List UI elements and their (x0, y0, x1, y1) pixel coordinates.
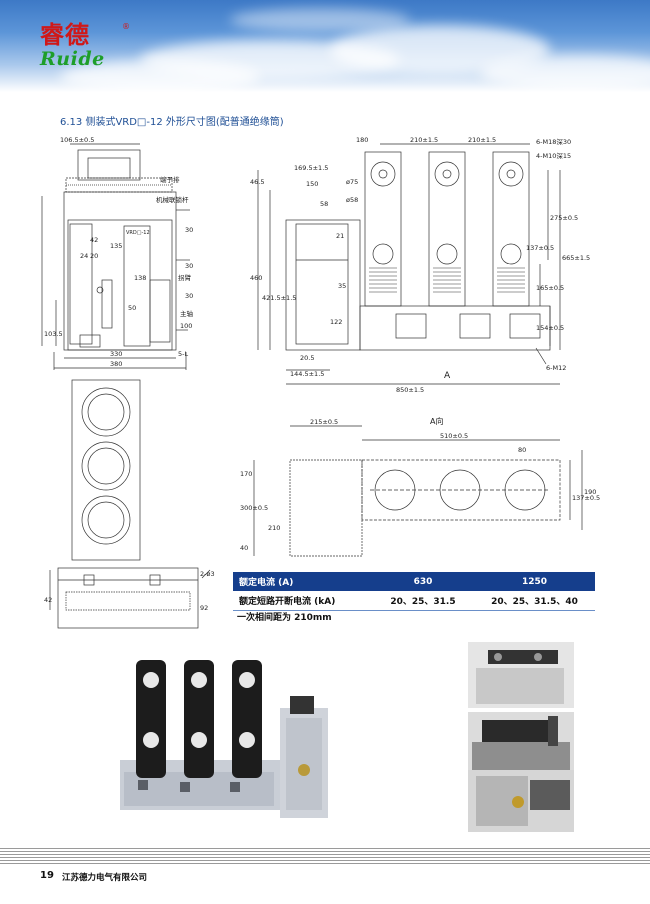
bottom-view-title: A向 (430, 416, 443, 426)
dim-side-d58: ø58 (346, 196, 358, 204)
dim-front-lower: 103.5 (44, 330, 63, 338)
dim-side-169: 169.5±1.5 (294, 164, 328, 172)
detail-photo-top (468, 642, 574, 708)
dim-side-850: 850±1.5 (396, 386, 424, 394)
dim-front-100: 100 (180, 322, 192, 330)
row-value-1250: 20、25、31.5、40 (474, 591, 595, 611)
spec-table-header: 额定电流 (A) 630 1250 (233, 572, 595, 591)
dim-front-380: 380 (110, 360, 122, 368)
row-label: 额定短路开断电流 (kA) (233, 591, 372, 611)
header-1250: 1250 (474, 572, 595, 591)
dim-side-275: 275±0.5 (550, 214, 578, 222)
dim-side-20: 20.5 (300, 354, 314, 362)
dim-side-144: 144.5±1.5 (290, 370, 324, 378)
detail-photo-bottom (468, 770, 574, 832)
label-main-shaft: 主轴 (180, 309, 194, 318)
dim-base-92: 92 (200, 604, 208, 612)
header-rated-current: 额定电流 (A) (233, 572, 372, 591)
front-view (41, 143, 190, 370)
row-value-630: 20、25、31.5 (372, 591, 474, 611)
dim-side-210a: 210±1.5 (410, 136, 438, 144)
dim-side-m18: 6-M18深30 (536, 137, 571, 146)
dim-side-665: 665±1.5 (562, 254, 590, 262)
dim-side-154: 154±0.5 (536, 324, 564, 332)
arrow-a-label: A (444, 371, 451, 381)
dim-bottom-40: 40 (240, 544, 248, 552)
dim-front-42: 42 (90, 236, 98, 244)
dim-front-24: 24 (80, 252, 88, 260)
detail-photo-middle (468, 712, 574, 774)
dim-side-210b: 210±1.5 (468, 136, 496, 144)
dim-bottom-137: 137±0.5 (572, 494, 600, 502)
dim-side-150: 150 (306, 180, 318, 188)
dim-side-421: 421.5±1.5 (262, 294, 296, 302)
footer-band (0, 866, 650, 882)
dimension-drawing: 106.5±0.5 414 103.5 330 380 5-L 30 30 30… (41, 136, 600, 629)
pole-column-view (49, 379, 211, 629)
dim-front-135: 135 (110, 242, 122, 250)
company-logo: 睿德 ® Ruide (40, 20, 130, 71)
header-630: 630 (372, 572, 474, 591)
dim-bottom-80: 80 (518, 446, 526, 454)
dim-bottom-170: 170 (240, 470, 252, 478)
dim-front-330: 330 (110, 350, 122, 358)
dim-front-5l: 5-L (178, 350, 188, 358)
label-crank-arm: 拐臂 (178, 273, 192, 282)
phase-spacing-note: 一次相间距为 210mm (237, 613, 332, 623)
spec-table: 额定电流 (A) 630 1250 额定短路开断电流 (kA) 20、25、31… (233, 572, 595, 611)
dim-front-20: 20 (90, 252, 98, 260)
dim-front-30a: 30 (185, 226, 193, 234)
dim-bottom-300: 300±0.5 (240, 504, 268, 512)
dim-bottom-215: 215±0.5 (310, 418, 338, 426)
dim-side-m12: 6-M12 (546, 364, 566, 372)
label-model-plate: VRD□-12 (126, 230, 150, 236)
breaker-photo (120, 660, 328, 818)
label-terminal-block: 端子排 (160, 175, 180, 184)
table-row: 额定短路开断电流 (kA) 20、25、31.5 20、25、31.5、40 (233, 591, 595, 611)
label-interlock-rod: 机械联锁杆 (156, 195, 189, 204)
dim-side-58: 58 (320, 200, 328, 208)
dim-bottom-510: 510±0.5 (440, 432, 468, 440)
dim-side-165: 165±0.5 (536, 284, 564, 292)
company-name: 江苏德力电气有限公司 (62, 873, 148, 883)
side-view (257, 143, 561, 385)
dim-side-35: 35 (338, 282, 346, 290)
dim-front-30b: 30 (185, 262, 193, 270)
dim-front-30c: 30 (185, 292, 193, 300)
dim-side-21: 21 (336, 232, 344, 240)
dim-side-180: 180 (356, 136, 368, 144)
dim-base-holes: 2-ø3 (200, 570, 215, 578)
dim-side-46: 46.5 (250, 178, 264, 186)
registered-mark: ® (122, 22, 130, 31)
dim-bottom-210: 210 (268, 524, 280, 532)
header-banner: 睿德 ® Ruide (0, 0, 650, 92)
page-number: 19 (40, 870, 54, 881)
dim-front-138: 138 (134, 274, 146, 282)
section-title: 6.13 侧装式VRD□-12 外形尺寸图(配普通绝缘筒) (60, 117, 284, 128)
dim-front-50: 50 (128, 304, 136, 312)
bottom-view-a (253, 425, 583, 557)
dim-front-width: 106.5±0.5 (60, 136, 94, 144)
dim-side-137: 137±0.5 (526, 244, 554, 252)
dim-side-460: 460 (250, 274, 262, 282)
logo-english: Ruide (40, 48, 105, 70)
logo-chinese: 睿德 (40, 20, 90, 49)
dim-bottom-190: 190 (584, 488, 596, 496)
dim-side-d75: ø75 (346, 178, 358, 186)
dim-side-m10: 4-M10深15 (536, 151, 571, 160)
dim-side-122: 122 (330, 318, 342, 326)
dim-base-42: 42 (44, 596, 52, 604)
